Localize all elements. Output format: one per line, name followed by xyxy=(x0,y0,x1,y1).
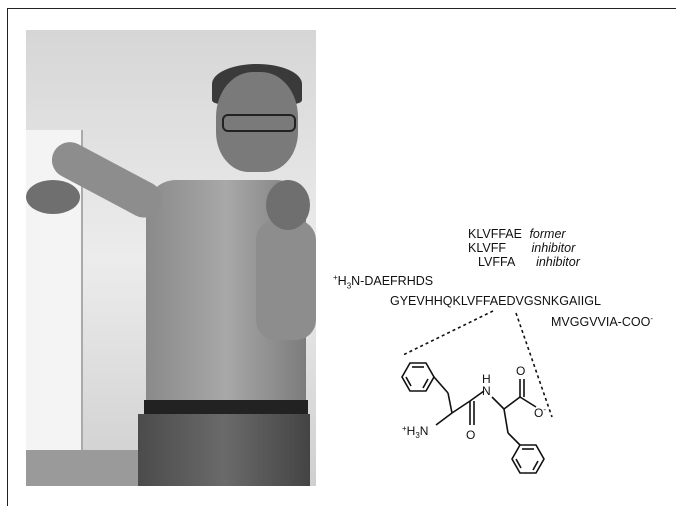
nh-ca-bond xyxy=(491,396,505,410)
benzene-ring-right xyxy=(511,444,545,474)
ff-dipeptide-structure: +H3N N H O O O- xyxy=(401,310,553,474)
carboxyl-o-label: O xyxy=(516,364,525,378)
n-term-h: H xyxy=(337,274,347,288)
photo-jeans xyxy=(138,414,310,486)
sequence-middle: GYEVHHQKLVFFAEDVGSNKGAIIGL xyxy=(390,294,601,308)
amide-h-label: H xyxy=(482,372,491,386)
ring-double-bond xyxy=(405,376,412,387)
photo-desk xyxy=(26,450,146,486)
benzene-ring-left xyxy=(401,362,435,392)
ca-bond xyxy=(447,392,453,414)
ch2-bond xyxy=(433,376,449,394)
sequence-c-terminus: MVGGVVIA-COO- xyxy=(551,313,653,329)
zoom-dotted-line-left xyxy=(402,310,494,356)
photo-right-hand xyxy=(266,180,310,230)
carbonyl-bond xyxy=(451,400,471,414)
peptide-line-3: LVFFA inhibitor xyxy=(478,256,580,269)
peptide-note: inhibitor xyxy=(536,255,580,269)
n-term-subscript: 3 xyxy=(346,281,352,291)
photo-head xyxy=(216,72,298,172)
amine-bond xyxy=(435,412,453,426)
ring-double-bond xyxy=(422,378,429,389)
peptide-seq: LVFFA xyxy=(478,255,515,269)
amide-n-label: N xyxy=(482,384,491,398)
n-term-charge: + xyxy=(333,272,338,282)
peptide-note: inhibitor xyxy=(531,241,576,255)
ca-cooh-bond xyxy=(503,396,521,410)
c-o-minus-bond xyxy=(519,396,537,408)
peptide-seq: KLVFF xyxy=(468,241,506,255)
amine-label: +H3N xyxy=(402,424,428,440)
peptide-line-1: KLVFFAE former xyxy=(468,228,566,241)
peptide-line-2: KLVFF inhibitor xyxy=(468,242,575,255)
sequence-n-terminus: +H3N-DAEFRHDS xyxy=(333,272,434,291)
photo-belt xyxy=(144,400,308,416)
c-term-text: MVGGVVIA-COO xyxy=(551,315,651,329)
figure-frame xyxy=(7,8,676,506)
amide-bond xyxy=(469,390,485,402)
photo-right-arm xyxy=(256,220,316,340)
ring-link-bond xyxy=(507,432,521,446)
n-term-rest: N-DAEFRHDS xyxy=(351,274,434,288)
zoom-dotted-line-right xyxy=(515,312,553,418)
speaker-photo xyxy=(26,30,316,486)
peptide-note: former xyxy=(529,227,566,241)
ring-double-bond xyxy=(532,460,539,471)
c-term-charge: - xyxy=(650,313,653,323)
peptide-seq: KLVFFAE xyxy=(468,227,522,241)
photo-glasses xyxy=(222,114,296,132)
carbonyl-o-label: O xyxy=(466,428,475,442)
photo-left-hand xyxy=(26,180,80,214)
ch2-bond-2 xyxy=(503,408,509,434)
ring-double-bond xyxy=(515,458,522,469)
carboxylate-o-label: O- xyxy=(534,405,546,420)
